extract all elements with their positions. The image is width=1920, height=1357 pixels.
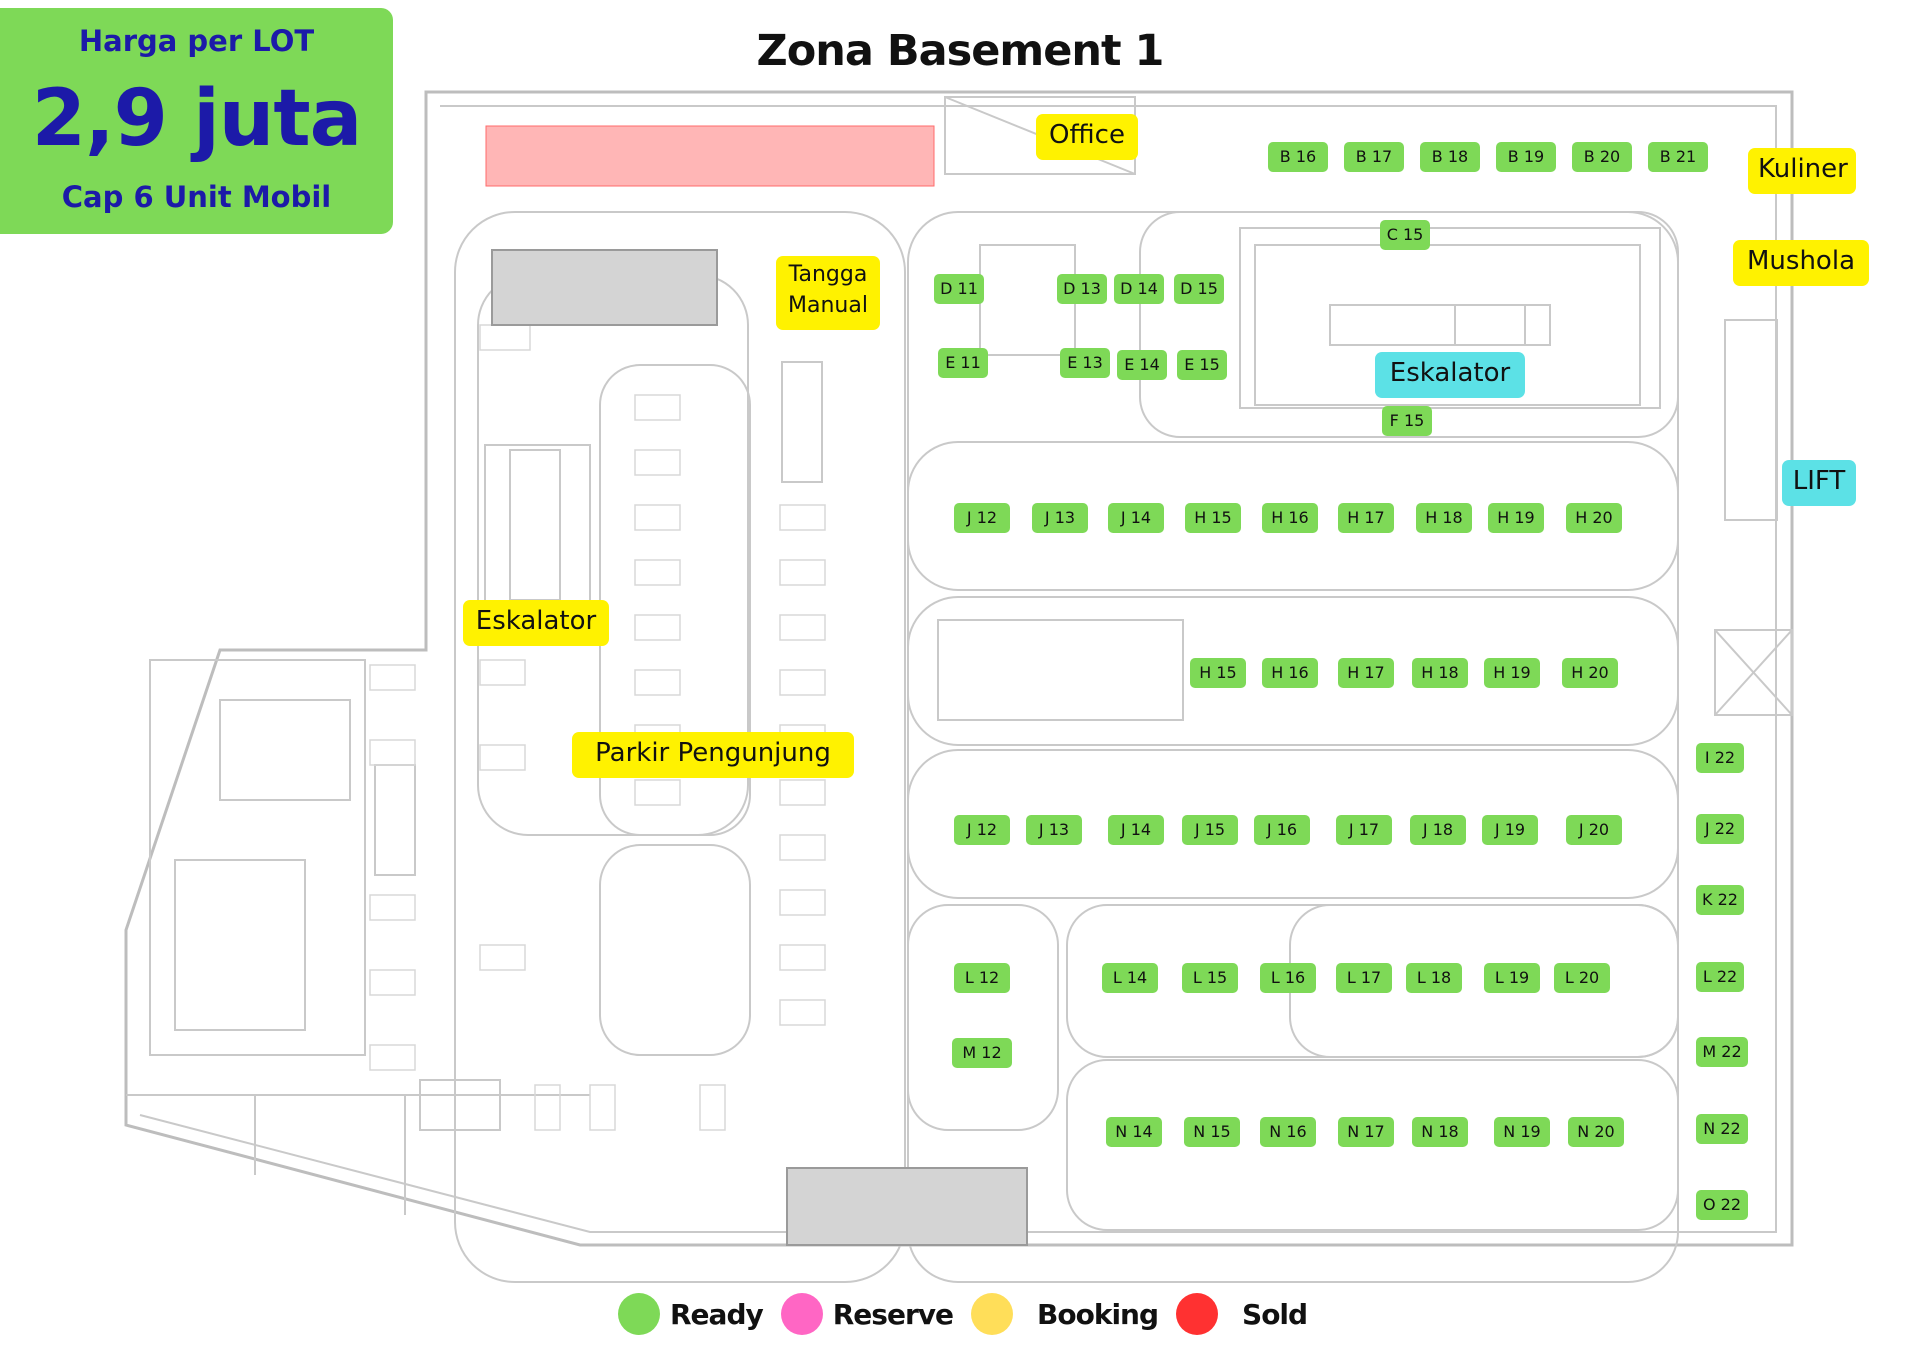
- parking-lot[interactable]: L 22: [1696, 962, 1744, 992]
- parking-lot[interactable]: L 17: [1336, 963, 1392, 993]
- parking-lot[interactable]: J 16: [1254, 815, 1310, 845]
- parking-lot[interactable]: J 13: [1032, 503, 1088, 533]
- building-outline: [124, 90, 1794, 1247]
- legend-label-booking: Booking: [1037, 1297, 1159, 1331]
- sold-area: [485, 125, 935, 187]
- parking-lot[interactable]: H 19: [1484, 658, 1540, 688]
- legend: Ready Reserve Booking Sold: [618, 1292, 1308, 1336]
- parking-lot[interactable]: D 14: [1114, 274, 1164, 304]
- parking-lot[interactable]: L 16: [1260, 963, 1316, 993]
- legend-dot-reserve: [780, 1293, 823, 1335]
- parking-lot[interactable]: L 12: [954, 963, 1010, 993]
- parking-lot[interactable]: M 22: [1696, 1037, 1748, 1067]
- parking-lot[interactable]: H 20: [1566, 503, 1622, 533]
- parking-lot[interactable]: B 16: [1268, 142, 1328, 172]
- parking-lot[interactable]: B 20: [1572, 142, 1632, 172]
- parking-lot[interactable]: N 16: [1260, 1117, 1316, 1147]
- parking-lot[interactable]: E 13: [1060, 348, 1110, 378]
- area-label: Office: [1036, 114, 1138, 160]
- area-label: Mushola: [1733, 240, 1869, 286]
- parking-lot[interactable]: L 18: [1406, 963, 1462, 993]
- parking-lot[interactable]: N 15: [1184, 1117, 1240, 1147]
- area-label: LIFT: [1782, 460, 1856, 506]
- parking-lot[interactable]: I 22: [1696, 743, 1744, 773]
- parking-lot[interactable]: L 15: [1182, 963, 1238, 993]
- parking-lot[interactable]: D 15: [1174, 274, 1224, 304]
- price-capacity: Cap 6 Unit Mobil: [61, 180, 332, 214]
- parking-lot[interactable]: J 12: [954, 503, 1010, 533]
- parking-lot[interactable]: N 17: [1338, 1117, 1394, 1147]
- parking-lot[interactable]: H 20: [1562, 658, 1618, 688]
- price-badge: Harga per LOT 2,9 juta Cap 6 Unit Mobil: [0, 8, 393, 234]
- parking-lot[interactable]: K 22: [1696, 885, 1744, 915]
- parking-lot[interactable]: B 21: [1648, 142, 1708, 172]
- ramp-bottom: [786, 1167, 1028, 1246]
- lane-left: [454, 211, 906, 1283]
- parking-lot[interactable]: H 16: [1262, 658, 1318, 688]
- legend-dot-sold: [1176, 1293, 1219, 1335]
- parking-lot[interactable]: N 18: [1412, 1117, 1468, 1147]
- parking-lot[interactable]: O 22: [1696, 1190, 1748, 1220]
- price-caption: Harga per LOT: [78, 24, 315, 58]
- area-label: Parkir Pengunjung: [572, 732, 854, 778]
- price-value: 2,9 juta: [31, 74, 363, 164]
- parking-lot[interactable]: H 17: [1338, 658, 1394, 688]
- parking-lot[interactable]: J 13: [1026, 815, 1082, 845]
- parking-lot[interactable]: J 22: [1696, 814, 1744, 844]
- legend-dot-ready: [618, 1293, 660, 1335]
- parking-lot[interactable]: D 13: [1057, 274, 1107, 304]
- parking-lot[interactable]: H 18: [1412, 658, 1468, 688]
- parking-lot[interactable]: J 12: [954, 815, 1010, 845]
- legend-label-ready: Ready: [670, 1297, 764, 1331]
- area-label: Tangga Manual: [776, 256, 880, 330]
- parking-lot[interactable]: N 14: [1106, 1117, 1162, 1147]
- parking-lot[interactable]: H 15: [1190, 658, 1246, 688]
- parking-lot[interactable]: L 20: [1554, 963, 1610, 993]
- parking-lot[interactable]: C 15: [1380, 220, 1430, 250]
- parking-lot[interactable]: H 16: [1262, 503, 1318, 533]
- legend-label-sold: Sold: [1242, 1297, 1308, 1331]
- parking-lot[interactable]: J 20: [1566, 815, 1622, 845]
- parking-lot[interactable]: L 14: [1102, 963, 1158, 993]
- parking-lot[interactable]: N 19: [1494, 1117, 1550, 1147]
- parking-lot[interactable]: D 11: [934, 274, 984, 304]
- parking-lot[interactable]: H 15: [1185, 503, 1241, 533]
- ramp-top: [491, 249, 718, 326]
- parking-lot[interactable]: B 19: [1496, 142, 1556, 172]
- parking-lot[interactable]: E 11: [938, 348, 988, 378]
- parking-lot[interactable]: J 14: [1108, 815, 1164, 845]
- parking-lot[interactable]: H 17: [1338, 503, 1394, 533]
- parking-lot[interactable]: J 14: [1108, 503, 1164, 533]
- parking-lot[interactable]: E 15: [1177, 350, 1227, 380]
- parking-lot[interactable]: H 18: [1416, 503, 1472, 533]
- parking-lot[interactable]: J 15: [1182, 815, 1238, 845]
- escalator-area: [1254, 244, 1641, 406]
- legend-label-reserve: Reserve: [832, 1297, 954, 1331]
- parking-lot[interactable]: J 17: [1336, 815, 1392, 845]
- area-label: Eskalator: [463, 600, 609, 646]
- parking-lot[interactable]: N 22: [1696, 1114, 1748, 1144]
- parking-lot[interactable]: B 17: [1344, 142, 1404, 172]
- area-label: Eskalator: [1375, 352, 1525, 398]
- map-title: Zona Basement 1: [756, 26, 1165, 76]
- parking-lot[interactable]: H 19: [1488, 503, 1544, 533]
- area-label: Kuliner: [1748, 148, 1856, 194]
- parking-lot[interactable]: F 15: [1382, 406, 1432, 436]
- parking-lot[interactable]: E 14: [1117, 350, 1167, 380]
- legend-dot-booking: [971, 1293, 1014, 1335]
- parking-lot[interactable]: N 20: [1568, 1117, 1624, 1147]
- parking-lot[interactable]: J 19: [1482, 815, 1538, 845]
- parking-lot[interactable]: B 18: [1420, 142, 1480, 172]
- parking-lot[interactable]: J 18: [1410, 815, 1466, 845]
- parking-lot[interactable]: M 12: [952, 1038, 1012, 1068]
- parking-lot[interactable]: L 19: [1484, 963, 1540, 993]
